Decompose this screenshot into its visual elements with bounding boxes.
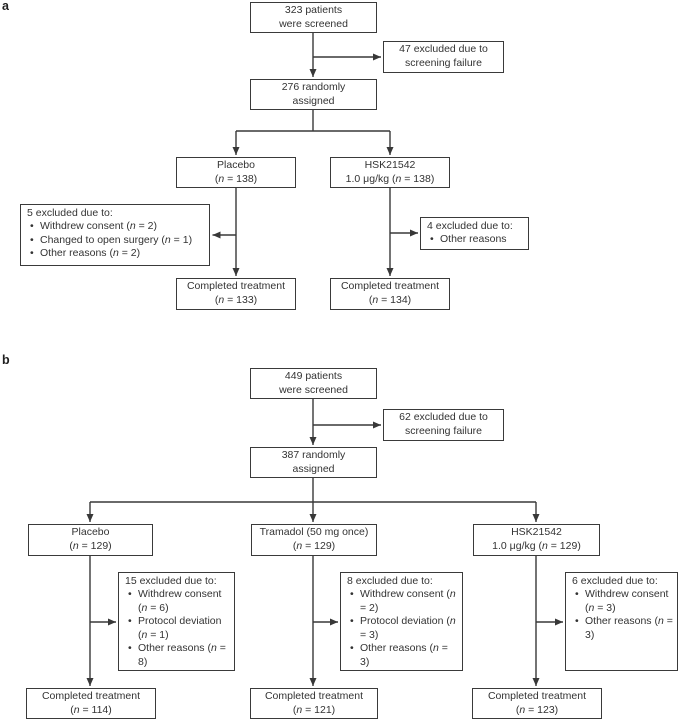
exclusion-item: Other reasons (n = 3) <box>347 642 458 669</box>
panel-b-placebo-completed-box: Completed treatment (n = 114) <box>26 688 156 719</box>
panel-a-placebo-exclusion-box: 5 excluded due to: Withdrew consent (n =… <box>20 204 210 266</box>
completed-line1: Completed treatment <box>186 280 286 293</box>
panel-b-hsk21542-exclusion-box: 6 excluded due to: Withdrew consent (n =… <box>565 572 678 671</box>
exclusion-list: Withdrew consent (n = 3) Other reasons (… <box>572 588 673 642</box>
screened-line1: 323 patients <box>284 3 343 16</box>
screened-line2: were screened <box>279 383 348 396</box>
panel-b-arm-hsk21542-box: HSK21542 1.0 μg/kg (n = 129) <box>473 524 600 556</box>
exclusion-header: 8 excluded due to: <box>347 575 433 587</box>
exclusion-item: Other reasons (n = 3) <box>572 615 673 642</box>
panel-b-tramadol-completed-box: Completed treatment (n = 121) <box>250 688 378 719</box>
panel-a-hsk21542-completed-box: Completed treatment (n = 134) <box>330 278 450 310</box>
panel-a-arm-placebo-box: Placebo (n = 138) <box>176 157 296 188</box>
arm-name-line1: HSK21542 <box>364 158 416 171</box>
screen-fail-line2: screening failure <box>404 57 483 69</box>
panel-b-tramadol-exclusion-box: 8 excluded due to: Withdrew consent (n =… <box>340 572 463 671</box>
panel-a-placebo-completed-box: Completed treatment (n = 133) <box>176 278 296 310</box>
panel-b-placebo-exclusion-box: 15 excluded due to: Withdrew consent (n … <box>118 572 235 671</box>
exclusion-list: Withdrew consent (n = 6) Protocol deviat… <box>125 588 230 669</box>
randomized-line1: 387 randomly <box>281 448 346 461</box>
exclusion-item: Protocol deviation (n = 3) <box>347 615 458 642</box>
screen-fail-line2: screening failure <box>404 425 483 437</box>
panel-b-connectors <box>86 399 563 686</box>
arm-name-line2: (n = 129) <box>292 540 336 552</box>
exclusion-item: Other reasons <box>427 233 524 247</box>
exclusion-item: Withdrew consent (n = 2) <box>27 220 205 234</box>
panel-a-arm-hsk21542-box: HSK21542 1.0 μg/kg (n = 138) <box>330 157 450 188</box>
screen-fail-line1: 47 excluded due to <box>399 43 488 56</box>
completed-line2: (n = 123) <box>515 703 559 716</box>
panel-b-randomized-box: 387 randomly assigned <box>250 447 377 478</box>
arm-name-line2: (n = 129) <box>69 540 112 552</box>
panel-b-arm-placebo-box: Placebo (n = 129) <box>28 524 153 556</box>
arm-name-line1: Placebo <box>71 526 110 539</box>
arm-name-line1: Placebo <box>217 158 255 171</box>
completed-line1: Completed treatment <box>487 689 587 702</box>
exclusion-item: Withdrew consent (n = 3) <box>572 588 673 615</box>
arm-name-line1: HSK21542 <box>511 526 562 539</box>
randomized-line1: 276 randomly <box>281 80 346 93</box>
screened-line2: were screened <box>279 17 348 30</box>
panel-a-hsk21542-exclusion-box: 4 excluded due to: Other reasons <box>420 217 529 250</box>
randomized-line2: assigned <box>292 462 335 475</box>
exclusion-item: Withdrew consent (n = 2) <box>347 588 458 615</box>
completed-line2: (n = 133) <box>214 294 258 306</box>
panel-a-connectors <box>212 33 418 276</box>
exclusion-header: 5 excluded due to: <box>27 207 113 219</box>
exclusion-item: Other reasons (n = 2) <box>27 247 205 261</box>
panel-a-screened-box: 323 patients were screened <box>250 2 377 33</box>
screen-fail-line1: 62 excluded due to <box>399 411 488 424</box>
panel-b-label: b <box>2 353 10 367</box>
panel-a-label: a <box>2 0 9 13</box>
arm-name-line2: 1.0 μg/kg (n = 129) <box>492 540 581 552</box>
randomized-line2: assigned <box>292 94 335 107</box>
screened-line1: 449 patients <box>284 369 343 382</box>
arm-name-line2: 1.0 μg/kg (n = 138) <box>345 172 435 185</box>
exclusion-item: Withdrew consent (n = 6) <box>125 588 230 615</box>
completed-line1: Completed treatment <box>41 689 141 702</box>
exclusion-list: Withdrew consent (n = 2) Protocol deviat… <box>347 588 458 669</box>
exclusion-item: Changed to open surgery (n = 1) <box>27 234 205 248</box>
exclusion-list: Other reasons <box>427 233 524 247</box>
arm-name-line1: Tramadol (50 mg once) <box>259 526 369 539</box>
exclusion-item: Protocol deviation (n = 1) <box>125 615 230 642</box>
exclusion-header: 6 excluded due to: <box>572 575 658 587</box>
completed-line2: (n = 121) <box>292 703 336 716</box>
panel-b-hsk21542-completed-box: Completed treatment (n = 123) <box>472 688 602 719</box>
completed-line1: Completed treatment <box>340 280 440 293</box>
exclusion-header: 15 excluded due to: <box>125 575 217 587</box>
panel-b-screen-fail-box: 62 excluded due to screening failure <box>383 409 504 441</box>
panel-b-screened-box: 449 patients were screened <box>250 368 377 399</box>
completed-line1: Completed treatment <box>264 689 364 702</box>
arm-name-line2: (n = 138) <box>214 172 258 185</box>
exclusion-list: Withdrew consent (n = 2) Changed to open… <box>27 220 205 261</box>
panel-a-screen-fail-box: 47 excluded due to screening failure <box>383 41 504 73</box>
completed-line2: (n = 114) <box>70 703 112 716</box>
completed-line2: (n = 134) <box>368 294 412 306</box>
exclusion-header: 4 excluded due to: <box>427 220 513 232</box>
exclusion-item: Other reasons (n = 8) <box>125 642 230 669</box>
panel-b-arm-tramadol-box: Tramadol (50 mg once) (n = 129) <box>251 524 377 556</box>
panel-a-randomized-box: 276 randomly assigned <box>250 79 377 110</box>
